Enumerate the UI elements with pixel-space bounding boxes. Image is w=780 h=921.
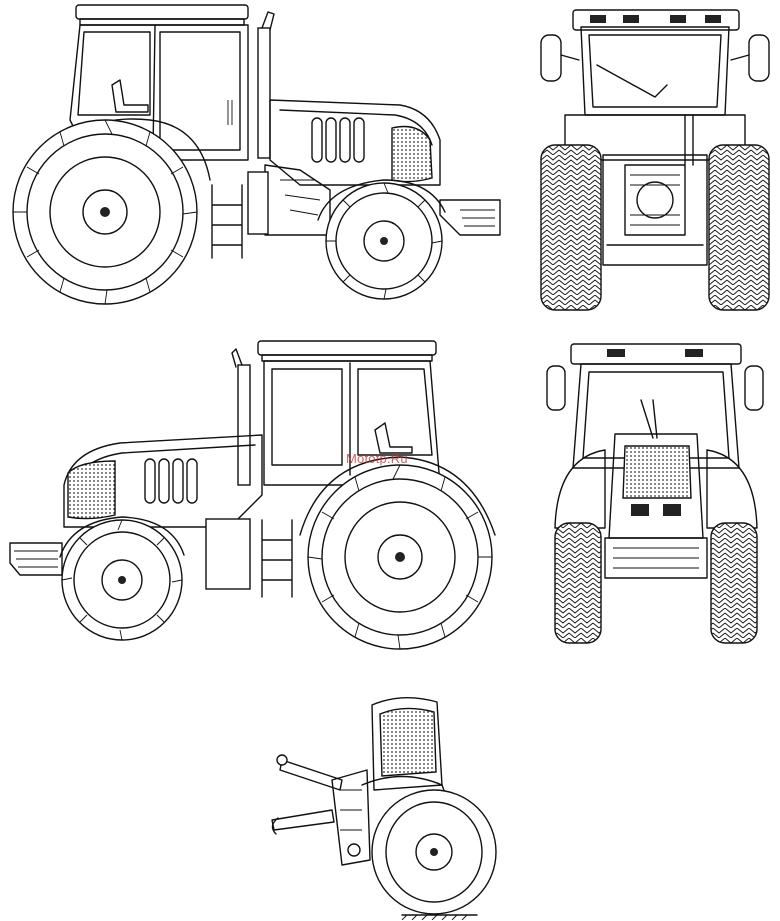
front-left-tyre	[554, 522, 602, 644]
rear-view	[535, 5, 775, 315]
left-side-view	[0, 0, 510, 315]
front-right-tyre	[710, 522, 758, 644]
hood-vents	[144, 458, 198, 504]
front-detail-wheel	[371, 789, 497, 915]
rear-wheel	[12, 119, 198, 305]
rear-right-tyre	[708, 144, 770, 311]
watermark: Mototp.Ru	[346, 451, 408, 466]
rear-wheel	[307, 464, 493, 650]
rear-left-tyre	[540, 144, 602, 311]
hood-vents	[311, 117, 365, 163]
front-wheel	[325, 182, 443, 300]
front-view	[545, 338, 775, 648]
front-detail-view	[262, 690, 512, 920]
right-side-view	[0, 335, 510, 655]
front-wheel	[61, 519, 183, 641]
